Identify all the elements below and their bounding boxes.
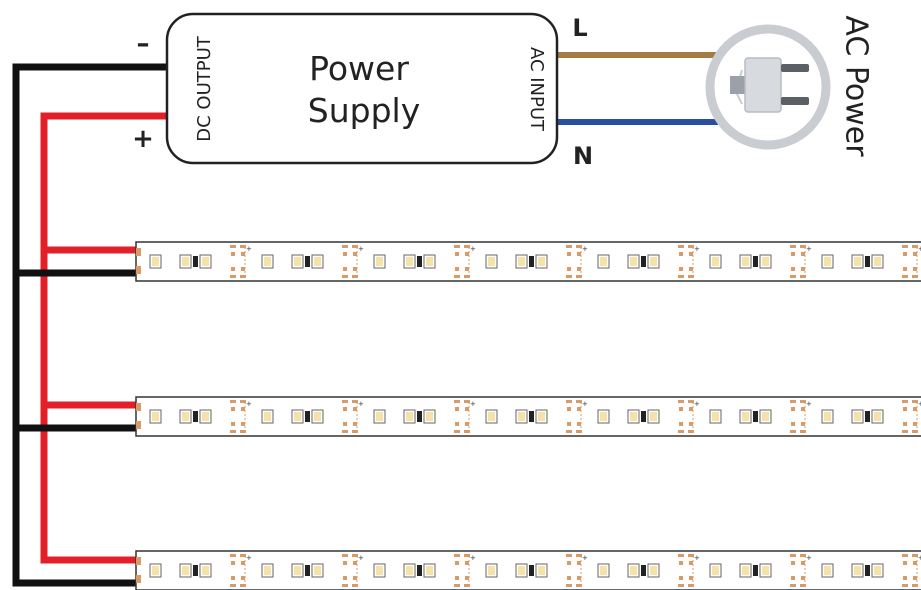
strip-segment: + <box>821 554 921 587</box>
svg-text:+: + <box>470 554 476 562</box>
resistor <box>865 565 870 576</box>
negative-bus-wire <box>12 63 168 587</box>
resistor <box>193 256 198 267</box>
strip-segment: + <box>373 400 476 433</box>
resistor <box>193 411 198 422</box>
svg-text:+: + <box>694 400 700 408</box>
negative-polarity-label: – <box>137 29 150 59</box>
svg-text:+: + <box>358 400 364 408</box>
svg-text:+: + <box>358 245 364 253</box>
strip-end-pad <box>136 557 141 565</box>
live-label: L <box>572 14 587 42</box>
strip-end-pad <box>136 575 141 583</box>
strip-segment: + <box>261 400 364 433</box>
resistor <box>753 411 758 422</box>
resistor <box>417 411 422 422</box>
resistor <box>529 411 534 422</box>
strip-segment: + <box>373 554 476 587</box>
svg-text:+: + <box>694 554 700 562</box>
power-supply-title-line2: Supply <box>308 91 420 130</box>
svg-text:+: + <box>582 554 588 562</box>
positive-polarity-label: + <box>132 124 154 154</box>
strip-segment: + <box>709 400 812 433</box>
strip-segment: + <box>373 245 476 278</box>
strip-end-pad <box>136 266 141 274</box>
ac-plug-icon <box>705 24 831 150</box>
svg-text:+: + <box>246 554 252 562</box>
led-strip: + + + + + + + <box>135 241 921 282</box>
dc-wiring <box>12 63 168 587</box>
svg-text:+: + <box>806 400 812 408</box>
svg-text:+: + <box>918 245 921 253</box>
led-strip: + + + + + + + <box>135 396 921 437</box>
strip-end-pad <box>136 421 141 429</box>
strip-segment: + <box>709 245 812 278</box>
resistor <box>529 256 534 267</box>
strip-segment: + <box>597 245 700 278</box>
svg-text:+: + <box>918 400 921 408</box>
resistor <box>417 565 422 576</box>
resistor <box>193 565 198 576</box>
resistor <box>865 256 870 267</box>
led-strip: + + + + + + + <box>135 550 921 590</box>
strip-segment: + <box>149 554 252 587</box>
strip-segment: + <box>597 400 700 433</box>
strip-segment: + <box>485 554 588 587</box>
resistor <box>865 411 870 422</box>
power-supply-title-line1: Power <box>309 49 409 88</box>
resistor <box>753 256 758 267</box>
svg-text:+: + <box>470 245 476 253</box>
svg-text:+: + <box>582 400 588 408</box>
strip-segment: + <box>485 400 588 433</box>
strip-segment: + <box>261 245 364 278</box>
strip-segment: + <box>821 400 921 433</box>
svg-text:+: + <box>246 245 252 253</box>
resistor <box>641 411 646 422</box>
svg-text:+: + <box>582 245 588 253</box>
resistor <box>641 256 646 267</box>
positive-bus-wire <box>40 112 168 564</box>
resistor <box>417 256 422 267</box>
svg-text:+: + <box>806 554 812 562</box>
strip-segment: + <box>149 245 252 278</box>
ac-power-label: AC Power <box>839 15 874 157</box>
strip-end-pad <box>136 248 141 256</box>
strip-segment: + <box>821 245 921 278</box>
power-supply-box: Power Supply DC OUTPUT AC INPUT <box>165 12 559 165</box>
strip-segment: + <box>149 400 252 433</box>
strip-segment: + <box>709 554 812 587</box>
svg-text:+: + <box>470 400 476 408</box>
resistor <box>641 565 646 576</box>
resistor <box>305 565 310 576</box>
svg-text:+: + <box>246 400 252 408</box>
ac-input-label: AC INPUT <box>526 47 547 132</box>
svg-text:+: + <box>918 554 921 562</box>
strip-segment: + <box>485 245 588 278</box>
resistor <box>753 565 758 576</box>
resistor <box>529 565 534 576</box>
svg-text:+: + <box>694 245 700 253</box>
neutral-label: N <box>573 142 593 170</box>
resistor <box>305 411 310 422</box>
svg-text:+: + <box>358 554 364 562</box>
strip-segment: + <box>597 554 700 587</box>
dc-output-label: DC OUTPUT <box>194 35 215 142</box>
strip-end-pad <box>136 403 141 411</box>
svg-text:+: + <box>806 245 812 253</box>
strip-segment: + <box>261 554 364 587</box>
resistor <box>305 256 310 267</box>
